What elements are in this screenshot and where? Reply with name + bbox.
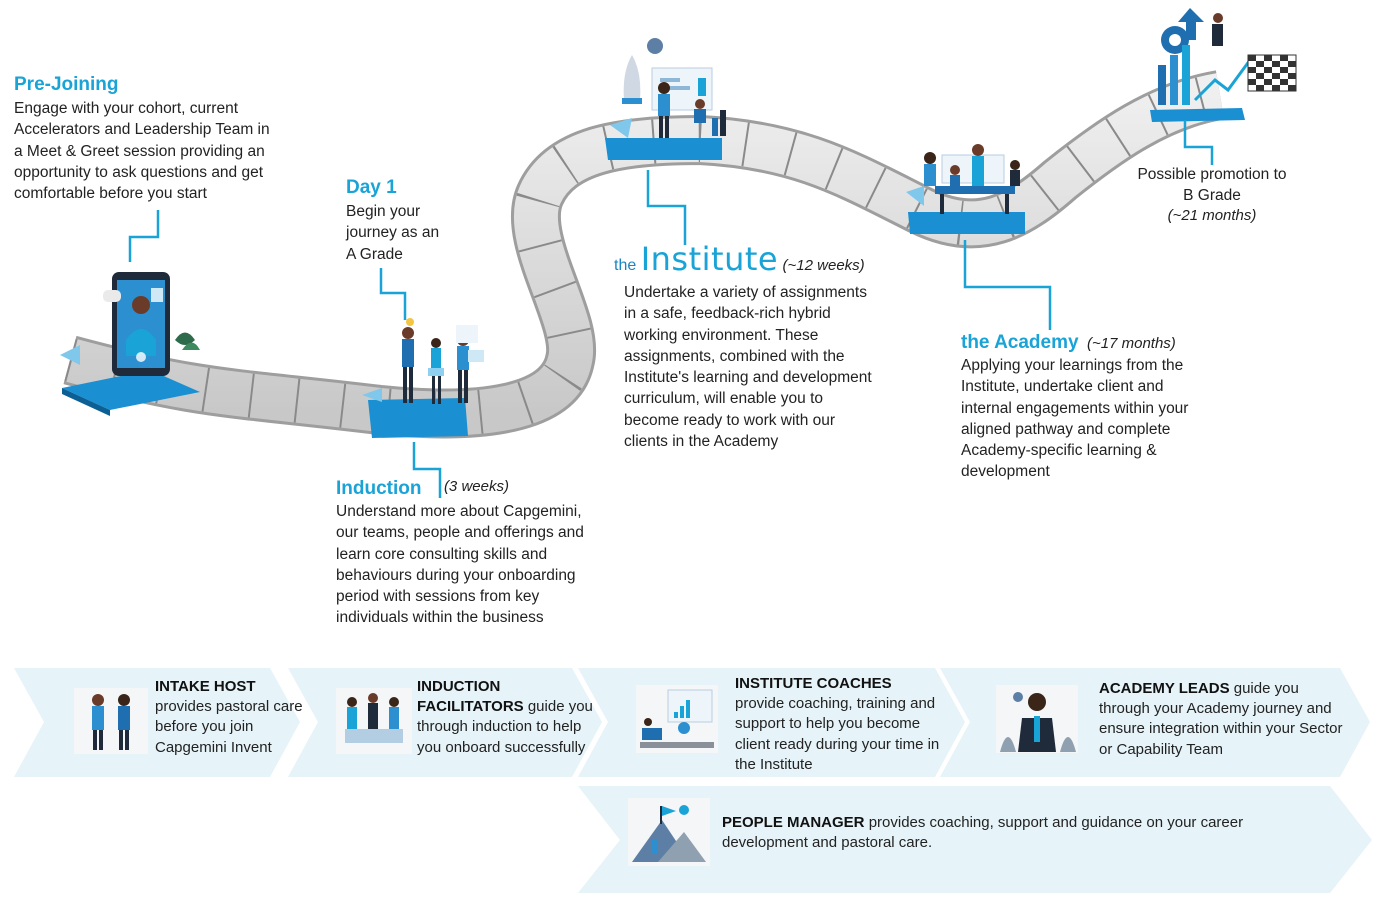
stage-title: the Academy (961, 332, 1079, 353)
connector-institute (646, 170, 687, 245)
presenters-icon (362, 318, 484, 404)
stage-day1: Day 1 Begin your journey as an A Grade (346, 177, 439, 265)
growth-finish-flag-icon (1158, 8, 1297, 105)
checkered-flag (1247, 54, 1297, 92)
connector-day1 (379, 268, 407, 320)
stage-induction: Induction (3 weeks) Understand more abou… (336, 478, 584, 629)
platform-prejoining (62, 370, 200, 416)
connector-lines (128, 120, 1214, 498)
role-description: provide coaching, training and support t… (735, 695, 940, 773)
connector-academy (963, 240, 1052, 330)
connector-prejoining (128, 210, 160, 262)
stage-prejoining: Pre-Joining Engage with your cohort, cur… (14, 74, 270, 204)
role-title: PEOPLE MANAGER (722, 814, 865, 831)
role-description: provides coaching, support and guidance … (722, 814, 1244, 852)
stage-duration: (~12 weeks) (782, 257, 865, 274)
stage-description: Undertake a variety of assignments in a … (624, 284, 872, 451)
banner-people-manager (578, 786, 1372, 893)
stage-description: Possible promotion to B Grade (1137, 166, 1287, 205)
role-title: INDUCTION FACILITATORS (417, 678, 524, 716)
stage-promotion: Possible promotion to B Grade (~21 month… (1112, 164, 1312, 224)
whiteboard-icon (636, 685, 718, 753)
platform-academy (908, 212, 1025, 234)
connector-induction (412, 442, 442, 498)
meeting-table-icon (906, 144, 1020, 214)
role-description: guide you through induction to help you … (417, 698, 593, 756)
institute-logo: the Institute (~12 weeks) (614, 240, 872, 278)
connector-promotion (1183, 120, 1214, 165)
stage-description: Understand more about Capgemini, our tea… (336, 503, 584, 627)
mountain-flag-icon (628, 798, 710, 866)
platform-day1 (368, 398, 468, 438)
stage-academy: the Academy (~17 months) Applying your l… (961, 332, 1188, 483)
role-title: INTAKE HOST (155, 678, 256, 695)
stage-description: Engage with your cohort, current Acceler… (14, 100, 270, 203)
stage-institute: the Institute (~12 weeks) Undertake a va… (614, 240, 872, 452)
stage-description: Begin your journey as an A Grade (346, 203, 440, 263)
role-title: ACADEMY LEADS (1099, 680, 1230, 697)
role-institute-coaches: INSTITUTE COACHES provide coaching, trai… (735, 674, 950, 775)
rocket-analytics-icon (610, 38, 726, 138)
platform-institute (605, 138, 722, 160)
role-title: INSTITUTE COACHES (735, 675, 892, 692)
role-people-manager: PEOPLE MANAGER provides coaching, suppor… (722, 813, 1282, 853)
team-icon (336, 688, 412, 754)
role-academy-leads: ACADEMY LEADS guide you through your Aca… (1099, 679, 1344, 760)
handshake-icon (74, 688, 148, 754)
stage-duration: (~21 months) (1167, 206, 1257, 224)
stage-duration: (~17 months) (1087, 335, 1176, 352)
stage-title: Induction (336, 478, 422, 499)
stage-title: Pre-Joining (14, 74, 119, 95)
phone-video-call-icon (60, 272, 200, 376)
role-intake-host: INTAKE HOST provides pastoral care befor… (155, 677, 320, 758)
role-description: provides pastoral care before you join C… (155, 698, 303, 756)
institute-logo-the: the (614, 257, 637, 274)
stage-description: Applying your learnings from the Institu… (961, 357, 1189, 481)
role-induction-facilitators: INDUCTION FACILITATORS guide you through… (417, 677, 597, 758)
role-description: guide you through your Academy journey a… (1099, 680, 1343, 758)
leader-icon (996, 685, 1078, 753)
platform-promotion (1150, 108, 1245, 122)
stage-title: Day 1 (346, 177, 397, 198)
stage-duration: (3 weeks) (443, 478, 509, 495)
institute-logo-word: Institute (640, 240, 779, 278)
